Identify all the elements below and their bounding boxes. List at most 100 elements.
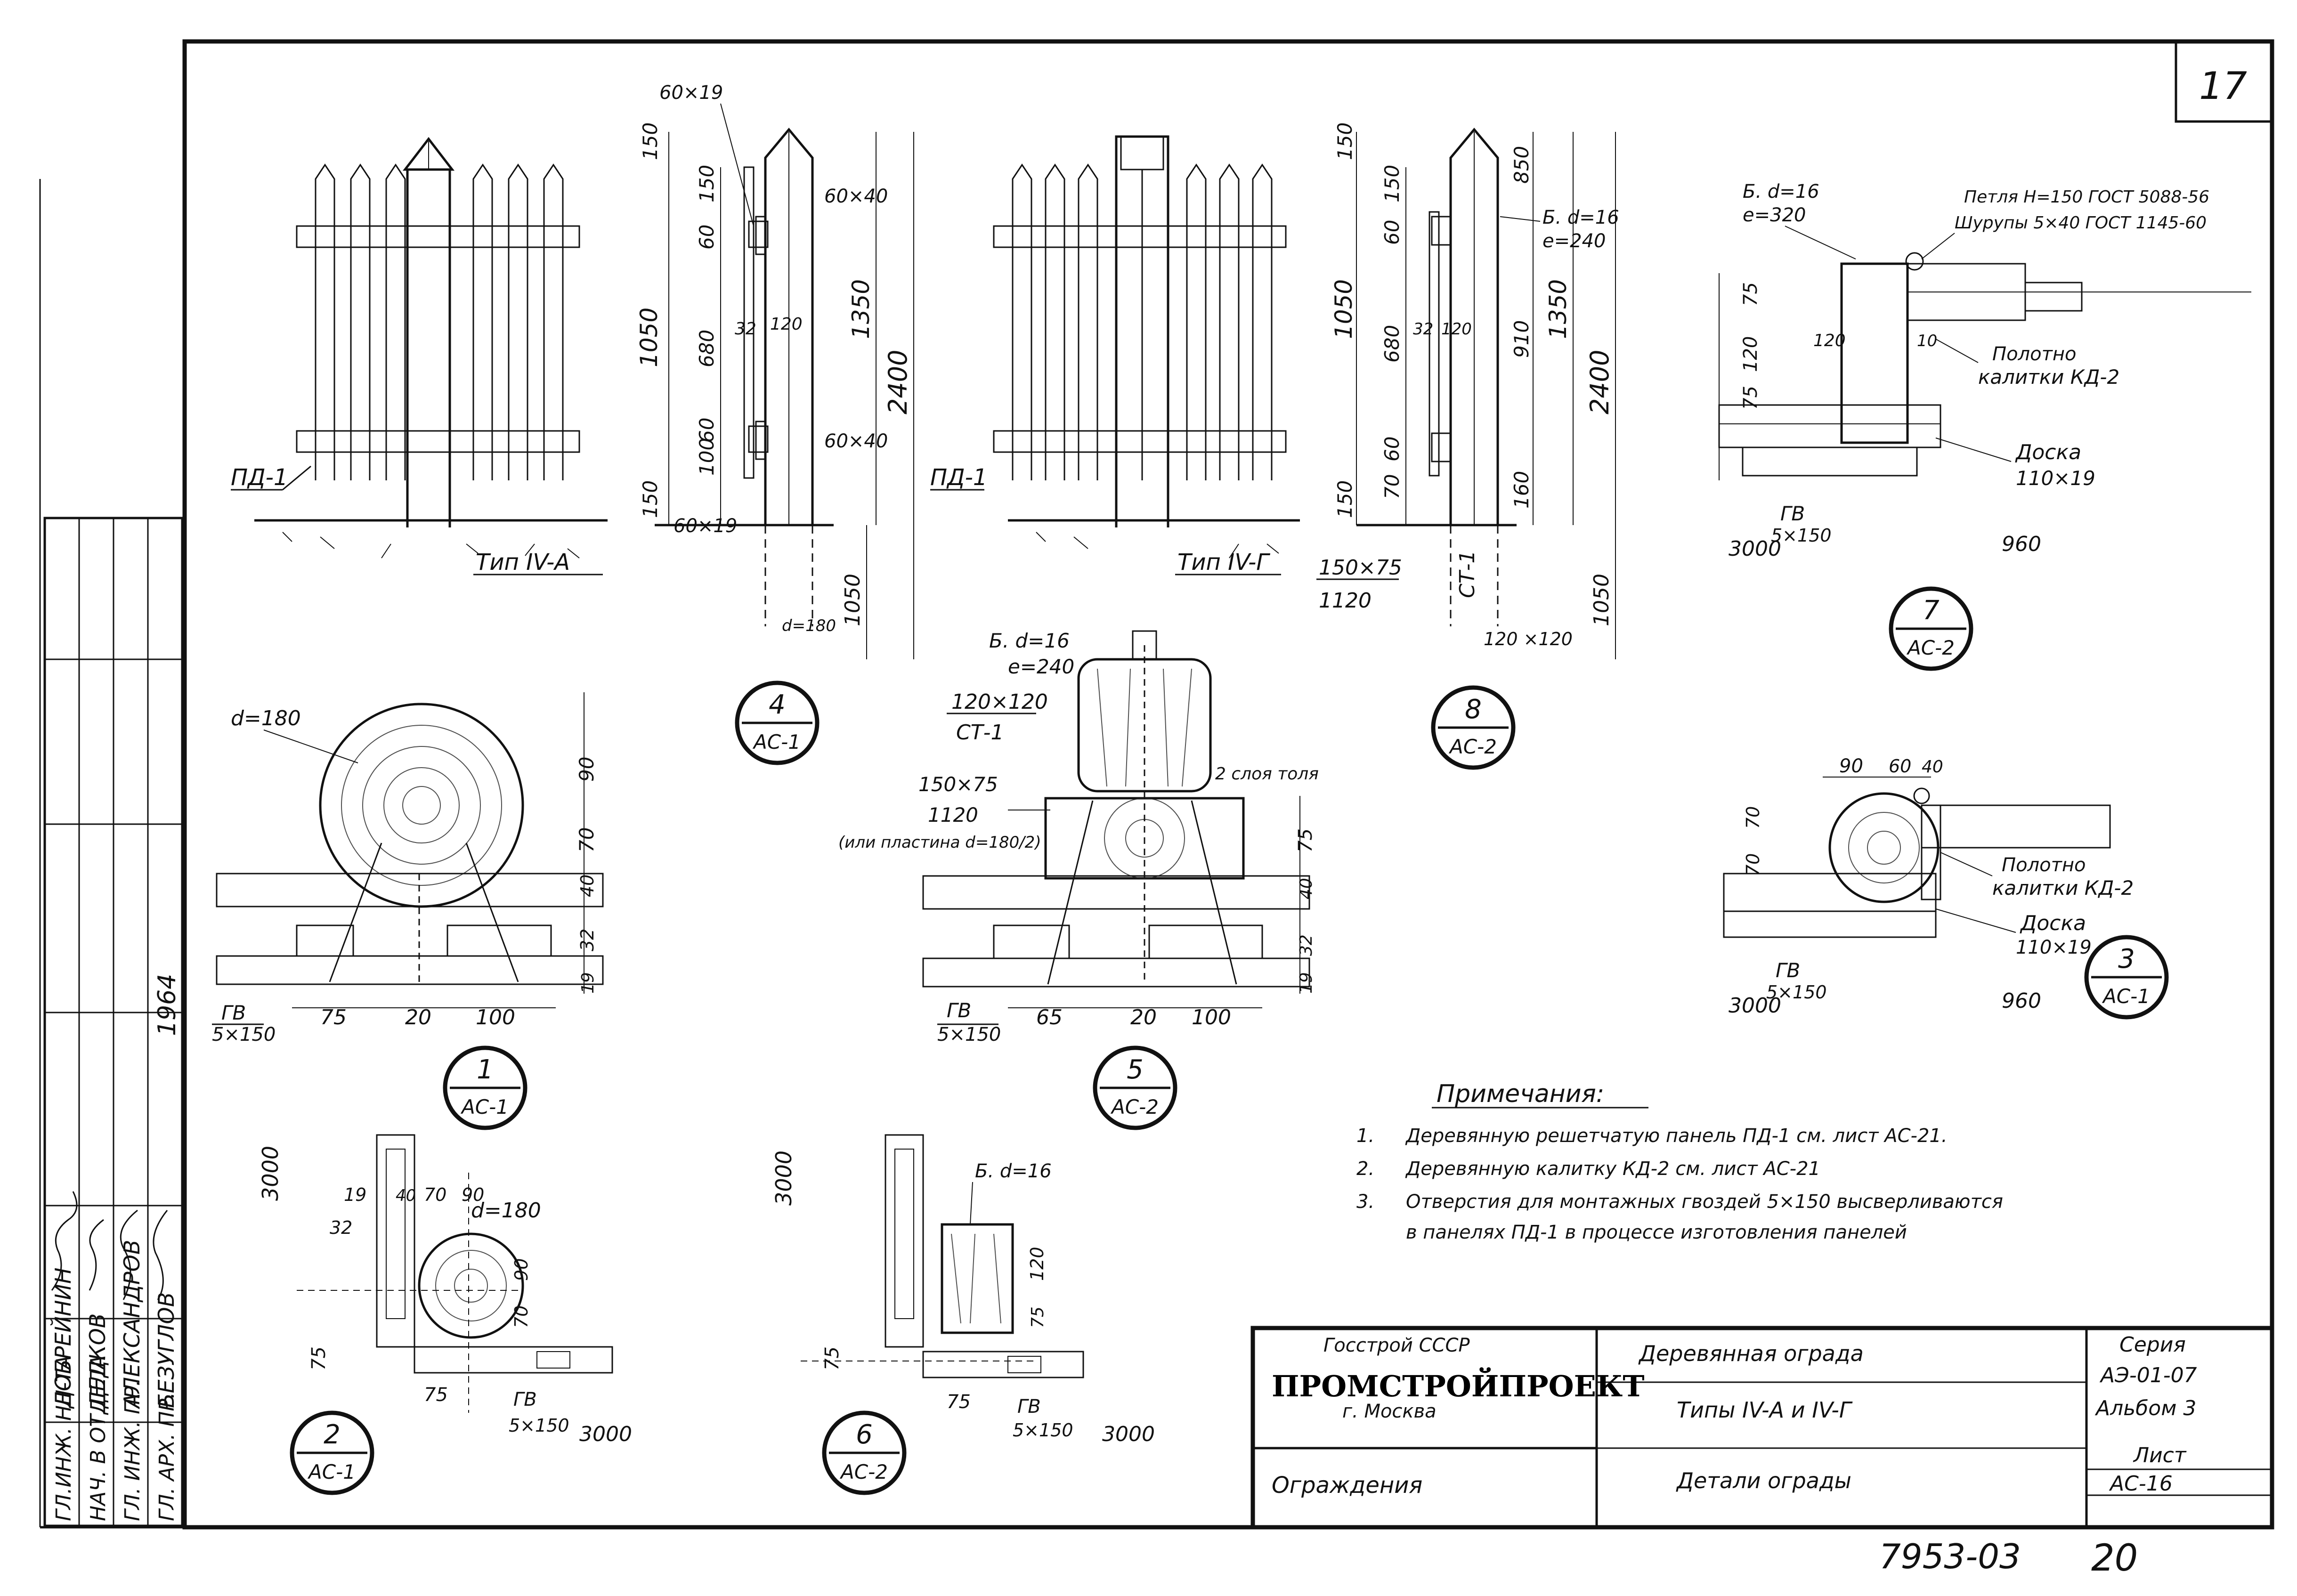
s8-e240: е=240	[1542, 230, 1606, 252]
tb-title-1: Деревянная ограда	[1638, 1341, 1864, 1366]
signature-2	[120, 1209, 138, 1300]
s5-dim-20: 20	[1130, 1005, 1157, 1029]
s7-hinge-2: Шурупы 5×40 ГОСТ 1145-60	[1955, 213, 2207, 233]
s3-3000: 3000	[1729, 994, 1781, 1018]
s7-gate-1: Полотно	[1992, 343, 2077, 365]
s5-dim-32: 32	[1297, 934, 1316, 956]
tb-sheet-value: АС-16	[2109, 1472, 2173, 1496]
tb-album: Альбом 3	[2094, 1396, 2196, 1420]
s7-gv-size: 5×150	[1771, 525, 1832, 546]
s6-gv: ГВ	[1017, 1396, 1041, 1418]
s7-dim-120: 120	[1740, 336, 1761, 372]
svg-text:АС-1: АС-1	[307, 1460, 356, 1483]
s4-60x19-top: 60×19	[659, 82, 723, 104]
svg-text:АС-2: АС-2	[1110, 1095, 1159, 1118]
s1-dim-20: 20	[405, 1005, 431, 1029]
s2-dim-32: 32	[330, 1217, 352, 1238]
s3-gate-2: калитки КД-2	[1992, 876, 2134, 899]
s4-dim-60b: 60	[695, 418, 718, 443]
s7-board-2: 110×19	[2016, 467, 2095, 490]
s8-beam: 120 ×120	[1484, 629, 1573, 649]
tb-series-value: АЭ-01-07	[2099, 1363, 2197, 1387]
s8-dim-60: 60	[1380, 220, 1404, 245]
s4-dim-120: 120	[770, 315, 803, 334]
s8-dim-60b: 60	[1380, 437, 1404, 462]
svg-text:АС-2: АС-2	[839, 1460, 888, 1483]
note-2-text: Деревянную калитку КД-2 см. лист АС-21	[1405, 1158, 1820, 1180]
s4-60x40-bot: 60×40	[824, 430, 888, 452]
s1-gv-size: 5×150	[212, 1024, 276, 1045]
section-6-corner: Б. d=16 3000 120 75 75 75 ГВ 5×150 3000	[771, 1134, 1155, 1446]
side-stamp: ГЛ.ИНЖ. НН-ТА НАЧ. В ОТДЕЛА ГЛ. ИНЖ. ПР.…	[43, 517, 184, 1527]
fence-elevation-type-a: ПД-1 Тип IV-А	[231, 137, 608, 575]
s3-gv-size: 5×150	[1766, 982, 1827, 1003]
svg-text:1: 1	[477, 1054, 494, 1085]
stamp-year: 1964	[153, 974, 181, 1036]
signature-0	[51, 1191, 78, 1291]
label-pd1-a: ПД-1	[231, 464, 288, 491]
s8-dim-910: 910	[1510, 320, 1533, 358]
s3-board-2: 110×19	[2016, 937, 2092, 958]
tb-org-city: г. Москва	[1342, 1401, 1437, 1422]
s5-plate-len: 1120	[928, 803, 978, 826]
s7-3000: 3000	[1729, 537, 1781, 561]
s4-dim-680: 680	[695, 330, 718, 367]
svg-text:2: 2	[324, 1419, 341, 1450]
s4-dim-32: 32	[735, 319, 756, 339]
s1-dim-90: 90	[575, 757, 598, 782]
s1-dim-32: 32	[577, 929, 598, 951]
s7-e320: е=320	[1743, 204, 1806, 226]
s6-dim-120: 120	[1027, 1247, 1047, 1281]
s5-gv: ГВ	[947, 999, 971, 1022]
s2-dim-19: 19	[344, 1184, 366, 1205]
s3-dim-70b: 70	[1743, 853, 1763, 876]
section-1-post-plan: d=180 90 70 40 32 19 75 20 100 ГВ 5×150	[212, 692, 604, 1045]
callout-6: 6 АС-2	[822, 1410, 907, 1495]
s5-tar: 2 слоя толя	[1215, 764, 1319, 784]
tb-title-2: Типы IV-А и IV-Г	[1677, 1397, 1853, 1423]
callout-3: 3 АС-1	[2084, 935, 2169, 1020]
note-1-text: Деревянную решетчатую панель ПД-1 см. ли…	[1405, 1125, 1948, 1147]
s2-gv-size: 5×150	[509, 1415, 569, 1436]
section-8-post: 150 150 60 680 60 70 150 1050 1350 2400 …	[1316, 122, 1619, 659]
s1-dim-40: 40	[577, 875, 598, 897]
s7-dim-75: 75	[1740, 282, 1761, 306]
note-2-num: 2.	[1356, 1158, 1374, 1180]
bottom-page: 20	[2091, 1537, 2138, 1580]
section-5-beam-plan: Б. d=16 е=240 120×120 СТ-1 150×75 1120 (…	[838, 629, 1319, 1045]
s8-dim-2400: 2400	[1585, 350, 1615, 414]
signature-1	[89, 1219, 104, 1291]
s4-dim-1050: 1050	[635, 308, 663, 367]
bottom-code: 7953-03	[1879, 1537, 2021, 1576]
svg-text:АС-2: АС-2	[1906, 636, 1955, 659]
s1-d180: d=180	[231, 706, 301, 730]
s7-960: 960	[2002, 532, 2041, 556]
sheet-number-box	[2175, 40, 2273, 123]
s2-dim-90v: 90	[511, 1258, 532, 1281]
callout-2: 2 АС-1	[290, 1410, 374, 1495]
s2-dim-70: 70	[424, 1184, 446, 1205]
section-2-corner: d=180 3000 19 40 70 90 32 90 70 75 75 ГВ…	[258, 1134, 632, 1446]
s8-dim-150c: 150	[1333, 480, 1356, 518]
s5-dim-75: 75	[1295, 828, 1316, 852]
callout-1: 1 АС-1	[443, 1045, 528, 1130]
s8-dim-1050: 1050	[1330, 279, 1357, 339]
s5-beam: 120×120	[951, 690, 1048, 714]
s7-dim-10: 10	[1917, 332, 1937, 350]
stamp-name-2: АЛЕКСАНДРОВ	[119, 1240, 145, 1410]
s1-dim-19: 19	[578, 972, 598, 994]
note-3-cont: в панелях ПД-1 в процессе изготовления п…	[1406, 1222, 1907, 1243]
svg-text:АС-1: АС-1	[460, 1095, 509, 1118]
s2-dim-40: 40	[396, 1186, 416, 1205]
s6-3000-v: 3000	[771, 1150, 796, 1206]
s4-60x40-top: 60×40	[824, 186, 888, 207]
s8-dim-70: 70	[1380, 474, 1404, 499]
section-3-gate-round: 90 60 40 70 70 Полотно калитки КД-2 Доск…	[1723, 755, 2134, 1018]
s4-dim-100: 100	[695, 438, 718, 476]
svg-text:АС-2: АС-2	[1448, 735, 1497, 758]
s8-dim-1350: 1350	[1544, 279, 1572, 339]
s5-dim-19: 19	[1297, 972, 1316, 994]
s2-dim-75h: 75	[424, 1384, 448, 1406]
s7-gate-2: калитки КД-2	[1978, 365, 2119, 389]
